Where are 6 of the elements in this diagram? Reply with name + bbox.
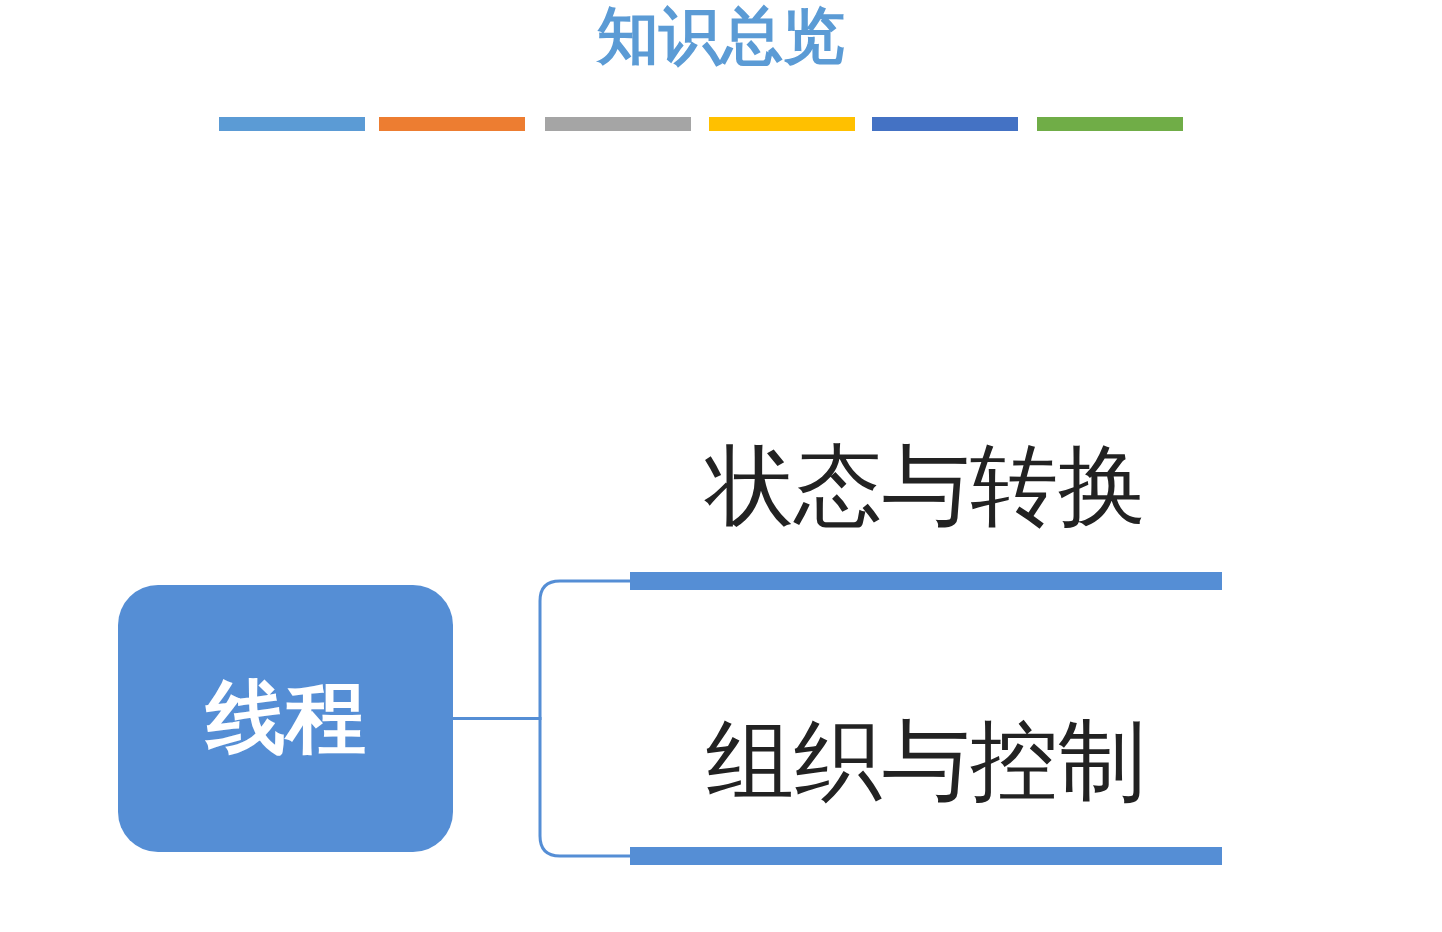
connector-line [453, 717, 630, 858]
topic-box [118, 585, 453, 852]
branch-label: 状态与转换 [706, 432, 1146, 539]
topic-label: 线程 [205, 669, 366, 766]
branch-label: 组织与控制 [706, 707, 1146, 814]
title: 知识总览 [597, 2, 845, 71]
